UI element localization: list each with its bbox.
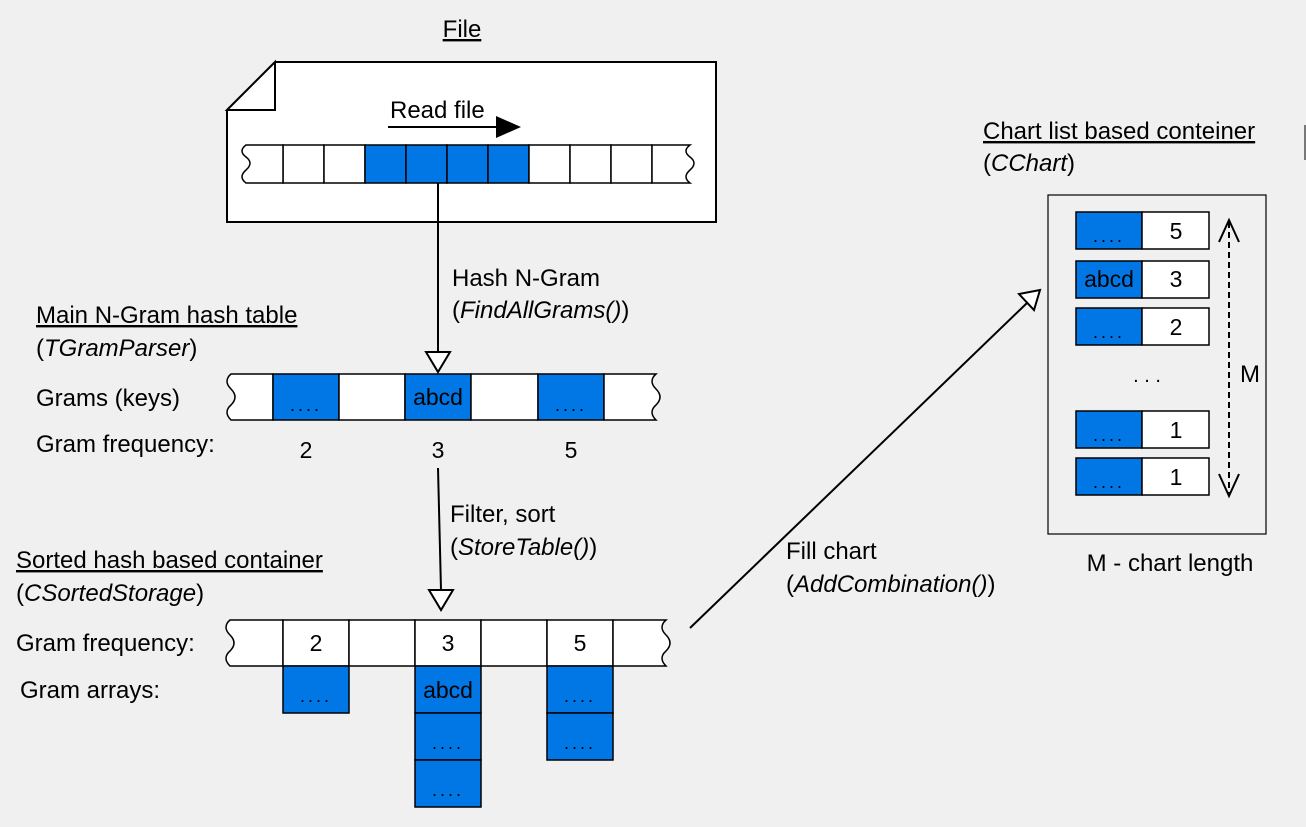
chart-row-2-value: 3 bbox=[1170, 266, 1183, 292]
main-freq-label: Gram frequency: bbox=[36, 431, 215, 458]
filter-arrow bbox=[427, 467, 455, 612]
array-1-item-1: .... bbox=[300, 686, 332, 706]
gram-arrays-label: Gram arrays: bbox=[20, 677, 160, 704]
chart-row-4-value: 1 bbox=[1170, 417, 1183, 443]
main-table-title: Main N-Gram hash table bbox=[36, 302, 297, 329]
grams-keys-label: Grams (keys) bbox=[36, 385, 180, 412]
chart-row-3-value: 2 bbox=[1170, 314, 1183, 340]
array-2-item-2: .... bbox=[432, 733, 464, 753]
filter-step-func: (StoreTable()) bbox=[450, 534, 597, 561]
fill-chart-arrow bbox=[689, 288, 1042, 629]
gram-array-2 bbox=[414, 665, 482, 808]
chart-row-4-key: .... bbox=[1093, 425, 1125, 445]
array-2-item-1: abcd bbox=[423, 677, 473, 703]
chart-class: (CChart) bbox=[983, 150, 1075, 177]
fill-step-label: Fill chart bbox=[786, 538, 877, 565]
sorted-freq-1: 2 bbox=[310, 630, 323, 656]
hash-step-label: Hash N-Gram bbox=[452, 265, 600, 292]
chart-length-arrow bbox=[1218, 217, 1240, 499]
m-label: M bbox=[1240, 361, 1260, 388]
file-title: File bbox=[443, 16, 482, 43]
sorted-title: Sorted hash based container bbox=[16, 547, 323, 574]
hash-arrow bbox=[424, 183, 452, 374]
main-table-class: (TGramParser) bbox=[36, 335, 197, 362]
read-file-label: Read file bbox=[390, 97, 485, 124]
sorted-freq-2: 3 bbox=[442, 630, 455, 656]
file-byte-strip bbox=[241, 144, 695, 184]
chart-container-box bbox=[1047, 194, 1267, 535]
read-file-arrow bbox=[388, 116, 521, 138]
chart-row-1-key: .... bbox=[1093, 226, 1125, 246]
main-freq-3: 5 bbox=[565, 437, 578, 463]
chart-row-3-key: .... bbox=[1093, 322, 1125, 342]
gram-array-1 bbox=[282, 665, 350, 714]
sorted-class: (CSortedStorage) bbox=[16, 580, 204, 607]
sorted-strip bbox=[225, 619, 671, 667]
file-page bbox=[226, 61, 717, 223]
file-page-fold bbox=[224, 59, 276, 111]
gram-array-3 bbox=[546, 665, 614, 761]
array-3-item-1: .... bbox=[564, 686, 596, 706]
chart-title: Chart list based conteiner bbox=[983, 118, 1255, 145]
hash-step-func: (FindAllGrams()) bbox=[452, 297, 629, 324]
array-2-item-3: .... bbox=[432, 780, 464, 800]
filter-step-label: Filter, sort bbox=[450, 501, 556, 528]
main-key-3: .... bbox=[555, 395, 587, 415]
chart-ellipsis: . . . bbox=[1133, 365, 1161, 387]
chart-row-2-key: abcd bbox=[1084, 266, 1134, 292]
sorted-freq-3: 5 bbox=[574, 630, 587, 656]
main-freq-1: 2 bbox=[300, 437, 313, 463]
sorted-freq-label: Gram frequency: bbox=[16, 630, 195, 657]
main-freq-2: 3 bbox=[432, 437, 445, 463]
main-key-2: abcd bbox=[413, 384, 463, 410]
chart-row-1-value: 5 bbox=[1170, 218, 1183, 244]
chart-length-caption: M - chart length bbox=[1087, 550, 1254, 577]
fill-step-func: (AddCombination()) bbox=[786, 571, 995, 598]
chart-rows bbox=[1075, 211, 1210, 496]
main-hash-strip bbox=[226, 373, 661, 421]
main-key-1: .... bbox=[290, 395, 322, 415]
chart-row-5-key: .... bbox=[1093, 472, 1125, 492]
array-3-item-2: .... bbox=[564, 733, 596, 753]
chart-row-5-value: 1 bbox=[1170, 464, 1183, 490]
